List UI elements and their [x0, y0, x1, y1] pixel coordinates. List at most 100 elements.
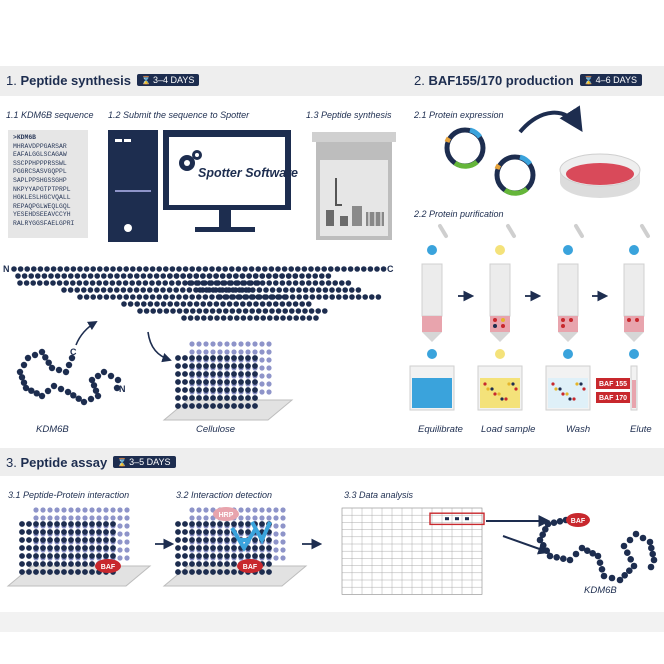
peptide-bead [276, 294, 283, 300]
column-resin [558, 316, 578, 332]
array-bead [203, 529, 209, 535]
ghost-bead [224, 349, 230, 355]
peptide-bead [176, 308, 183, 314]
peptide-bead [202, 294, 209, 300]
protein-bead [94, 392, 102, 400]
section-1-title: 1. Peptide synthesis⌛3–4 DAYS [6, 73, 200, 88]
ghost-bead [47, 515, 53, 521]
array-bead [82, 537, 88, 543]
cellulose-array [162, 341, 294, 421]
array-bead [203, 545, 209, 551]
protein-bead [566, 556, 574, 564]
array-bead [217, 403, 223, 409]
array-bead [189, 553, 195, 559]
ghost-bead [280, 523, 286, 529]
ghost-bead [259, 357, 265, 363]
ghost-bead [82, 515, 88, 521]
array-bead [224, 379, 230, 385]
peptide-bead [187, 280, 193, 286]
peptide-array-interaction: BAF [6, 507, 152, 587]
peptide-bead [256, 294, 263, 300]
peptide-bead [101, 273, 107, 279]
peptide-bead [163, 266, 169, 272]
array-bead [196, 395, 202, 401]
peptide-bead [169, 280, 175, 286]
ghost-bead [40, 515, 46, 521]
peptide-bead [187, 301, 193, 307]
peptide-bead [239, 273, 246, 279]
array-bead [217, 355, 223, 361]
array-bead [224, 537, 230, 543]
peptide-bead [114, 273, 120, 279]
protein-bead [624, 549, 631, 556]
array-bead [189, 379, 195, 385]
array-bead [245, 387, 251, 393]
peptide-bead [90, 294, 96, 300]
peptide-bead [209, 294, 215, 300]
peptide-bead [24, 266, 31, 272]
ghost-bead [280, 507, 286, 513]
array-bead [175, 561, 181, 567]
pipette-tip [574, 224, 584, 238]
software-label: Spotter Software [198, 166, 298, 180]
protein-bead [48, 364, 56, 372]
array-bead [182, 387, 188, 393]
protein-bead [647, 563, 655, 571]
array-bead [61, 553, 67, 559]
peptide-bead [31, 266, 37, 272]
ghost-bead [245, 507, 251, 513]
array-bead [19, 521, 25, 527]
peptide-bead [122, 280, 129, 286]
peptide-bead [262, 266, 268, 272]
resin-bead [569, 318, 573, 322]
membrane [6, 565, 152, 587]
protein-bead [94, 372, 102, 380]
coil-n-label: N [119, 384, 126, 394]
array-bead [54, 521, 60, 527]
peptide-bead [70, 266, 77, 272]
ghost-bead [117, 539, 123, 545]
peptide-bead [121, 301, 127, 307]
protein-bead [65, 361, 73, 369]
peptide-bead [207, 315, 214, 321]
ghost-bead [259, 507, 265, 513]
array-bead [231, 371, 237, 377]
array-bead [217, 387, 223, 393]
array-bead [75, 537, 81, 543]
peptide-bead [174, 301, 180, 307]
peptide-bead [253, 315, 260, 321]
peptide-bead [289, 294, 296, 300]
protein-bead [45, 359, 52, 366]
array-bead [40, 537, 46, 543]
array-bead [182, 403, 188, 409]
array-bead [175, 387, 181, 393]
peptide-bead [319, 280, 325, 286]
particle [500, 397, 504, 401]
peptide-bead [325, 280, 332, 286]
array-bead [238, 403, 244, 409]
peptide-bead [193, 280, 200, 286]
protein-bead [626, 536, 634, 544]
array-bead [196, 387, 202, 393]
peptide-bead [259, 301, 266, 307]
peptide-bead [193, 273, 200, 279]
array-bead [103, 529, 109, 535]
array-bead [68, 569, 74, 575]
peptide-bead [163, 294, 169, 300]
peptide-bead [156, 266, 162, 272]
protein-bead [33, 390, 40, 397]
peptide-bead [74, 273, 81, 279]
array-bead [96, 553, 102, 559]
peptide-bead [120, 287, 127, 293]
peptide-bead [176, 266, 182, 272]
peptide-bead [169, 266, 176, 272]
array-bead [47, 545, 53, 551]
peptide-bead [182, 266, 189, 272]
peptide-bead [127, 301, 134, 307]
ghost-bead [103, 507, 109, 513]
peptide-bead [332, 280, 339, 286]
array-bead [231, 569, 237, 575]
array-bead [231, 355, 237, 361]
peptide-bead [203, 308, 209, 314]
peptide-bead [21, 273, 28, 279]
